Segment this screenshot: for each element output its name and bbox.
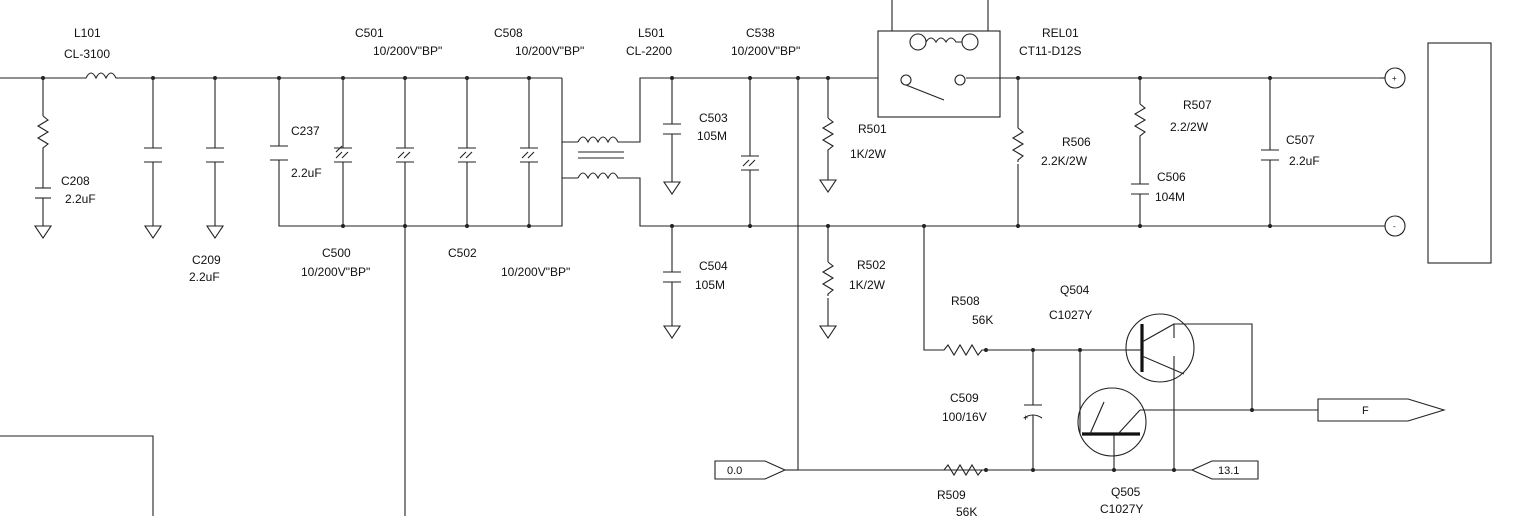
label-r507-ref: R507	[1183, 98, 1212, 112]
resistor-r508-symbol	[940, 343, 986, 357]
capacitor-c508-symbol	[520, 147, 538, 163]
label-r509-ref: R509	[937, 488, 966, 502]
capacitor-c501-symbol	[396, 147, 414, 163]
inductor-l101-symbol	[80, 72, 122, 80]
resistor-r507-symbol	[1133, 103, 1147, 138]
label-c509-value: 100/16V	[942, 410, 987, 424]
ground-symbols	[33, 179, 838, 339]
label-c500-ref: C500	[322, 246, 351, 260]
capacitor-c500-symbol	[334, 145, 352, 163]
port-f-shape	[1317, 398, 1446, 422]
label-c501-ref: C501	[355, 26, 384, 40]
label-c508-value: 10/200V"BP"	[515, 44, 584, 58]
plus-connector	[1384, 67, 1406, 89]
label-r502-value: 1K/2W	[849, 278, 886, 292]
label-q505-value: C1027Y	[1100, 502, 1143, 516]
label-c208-value: 2.2uF	[65, 192, 96, 206]
plus-connector-label: +	[1392, 74, 1397, 83]
label-q504-ref: Q504	[1060, 283, 1090, 297]
label-c500-value: 10/200V"BP"	[301, 265, 370, 279]
port-0v-shape	[714, 460, 787, 480]
capacitor-c502-symbol	[458, 147, 476, 163]
capacitor-c506-symbol	[1131, 183, 1149, 195]
label-c502-value: 10/200V"BP"	[501, 265, 570, 279]
label-r507-value: 2.2/2W	[1170, 120, 1209, 134]
label-r508-value: 56K	[972, 313, 993, 327]
minus-connector	[1384, 215, 1406, 237]
label-c538-value: 10/200V"BP"	[731, 44, 800, 58]
label-q504-value: C1027Y	[1049, 308, 1092, 322]
resistor-r506-symbol	[1011, 127, 1025, 162]
label-r501-value: 1K/2W	[850, 147, 887, 161]
c509-polarity-label: +	[1023, 413, 1028, 423]
port-0v-label: 0.0	[727, 465, 742, 477]
label-c506-value: 104M	[1155, 190, 1185, 204]
resistor-r502-symbol	[821, 261, 835, 296]
label-c507-ref: C507	[1286, 133, 1315, 147]
label-c208-ref: C208	[61, 174, 90, 188]
resistor-r501-symbol	[821, 117, 835, 152]
output-terminal-box	[1427, 42, 1492, 264]
label-c508-ref: C508	[494, 26, 523, 40]
label-l101-value: CL-3100	[64, 47, 110, 61]
capacitor-c509-symbol	[1023, 404, 1043, 419]
label-l101-ref: L101	[74, 26, 101, 40]
capacitor-c237-symbol	[270, 145, 288, 161]
label-r502-ref: R502	[857, 258, 886, 272]
lower-left-module-box	[0, 435, 154, 516]
label-c501-value: 10/200V"BP"	[373, 44, 442, 58]
choke-l501-symbol	[577, 136, 624, 180]
label-c209-ref: C209	[192, 253, 221, 267]
label-c237-ref: C237	[291, 124, 320, 138]
capacitor-c503-symbol	[663, 123, 681, 135]
capacitor-c504-symbol	[663, 271, 681, 283]
label-c507-value: 2.2uF	[1289, 154, 1320, 168]
label-c509-ref: C509	[950, 391, 979, 405]
capacitor-c538-symbol	[741, 155, 759, 171]
capacitor-c208-symbol	[35, 187, 51, 199]
label-r509-value: 56K	[956, 505, 977, 516]
label-c237-value: 2.2uF	[291, 166, 322, 180]
resistor-r509-symbol	[940, 463, 986, 477]
port-13v-label: 13.1	[1218, 465, 1239, 477]
relay-rel01-symbol	[877, 30, 1001, 118]
label-r501-ref: R501	[858, 122, 887, 136]
label-c506-ref: C506	[1157, 170, 1186, 184]
label-r506-value: 2.2K/2W	[1041, 154, 1088, 168]
capacitor-unlabeled-symbol	[144, 147, 162, 163]
port-f-label: F	[1362, 405, 1369, 417]
port-13v-shape	[1190, 460, 1259, 480]
label-rel01-value: CT11-D12S	[1019, 44, 1081, 58]
wires	[0, 0, 1385, 516]
component-labels: L101 CL-3100 C501 10/200V"BP" C508 10/20…	[61, 26, 1397, 516]
minus-connector-label: -	[1393, 222, 1396, 231]
transistor-q505-symbol	[1077, 387, 1147, 457]
label-c538-ref: C538	[746, 26, 775, 40]
label-l501-value: CL-2200	[626, 44, 672, 58]
label-rel01-ref: REL01	[1042, 26, 1079, 40]
label-c504-ref: C504	[699, 259, 728, 273]
capacitor-c507-symbol	[1261, 149, 1279, 161]
label-c504-value: 105M	[695, 278, 725, 292]
label-c503-ref: C503	[699, 111, 728, 125]
transistor-q504-symbol	[1125, 313, 1195, 383]
label-c209-value: 2.2uF	[189, 270, 220, 284]
resistor-c208-branch-symbol	[36, 115, 50, 152]
label-l501-ref: L501	[638, 26, 665, 40]
label-q505-ref: Q505	[1111, 485, 1141, 499]
capacitor-c209-symbol	[206, 147, 224, 163]
label-c502-ref: C502	[448, 246, 477, 260]
label-r508-ref: R508	[951, 294, 980, 308]
junction-dots	[41, 76, 1272, 472]
label-r506-ref: R506	[1062, 135, 1091, 149]
label-c503-value: 105M	[697, 129, 727, 143]
